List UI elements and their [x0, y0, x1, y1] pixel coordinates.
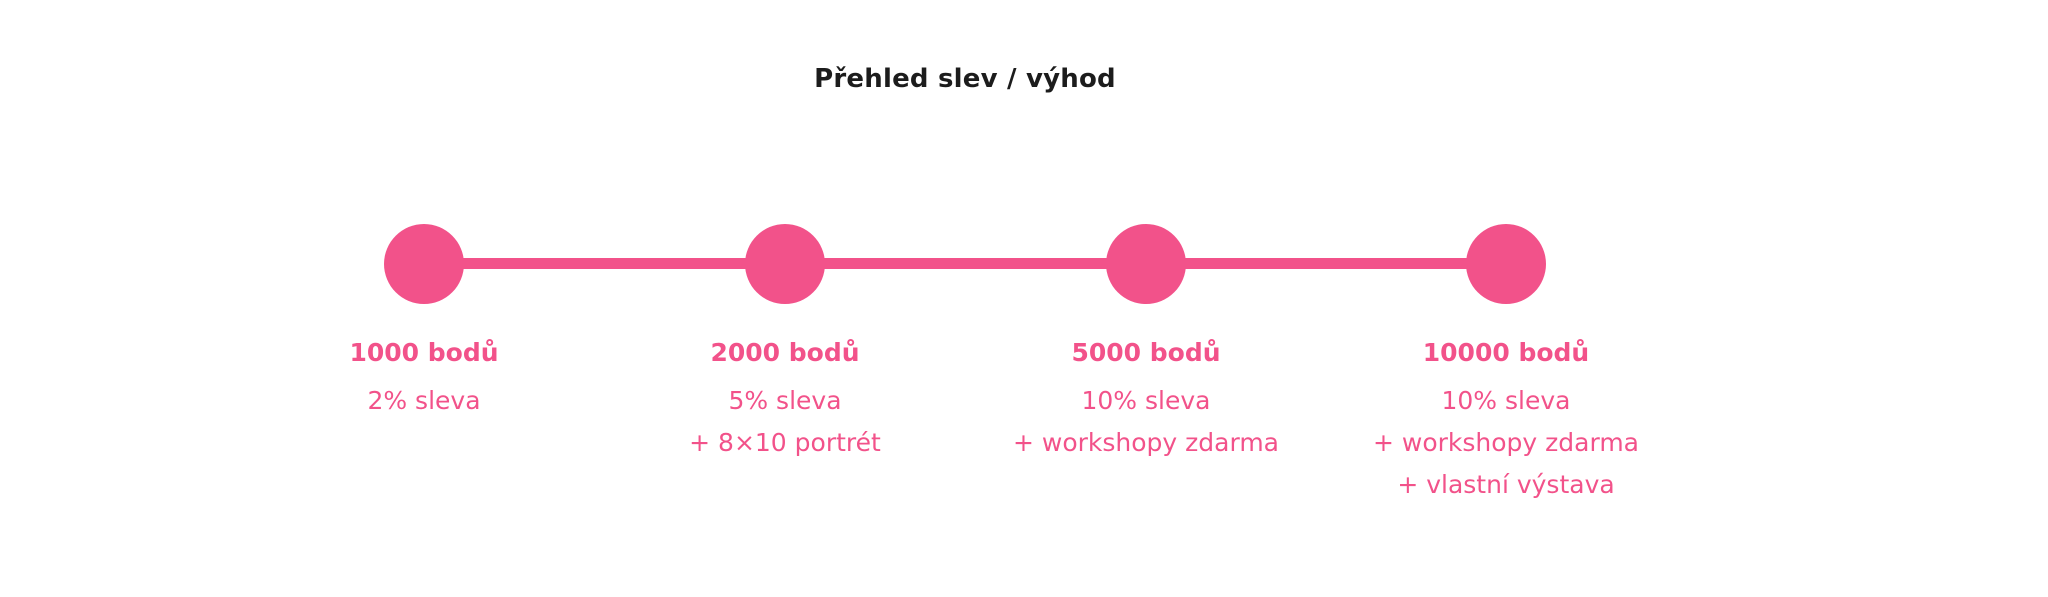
milestone-benefits: 10% sleva + workshopy zdarma + vlastní v… [1326, 380, 1686, 506]
milestone-10000: 10000 bodů 10% sleva + workshopy zdarma … [1326, 224, 1686, 506]
milestone-points: 2000 bodů [710, 338, 860, 367]
milestone-dot [745, 224, 825, 304]
benefit-item: + workshopy zdarma [1013, 428, 1279, 457]
milestone-benefits: 2% sleva [244, 380, 604, 422]
benefit-item: 10% sleva [1081, 386, 1211, 415]
milestone-benefits: 10% sleva + workshopy zdarma [966, 380, 1326, 464]
milestone-1000: 1000 bodů 2% sleva [244, 224, 604, 422]
milestone-5000: 5000 bodů 10% sleva + workshopy zdarma [966, 224, 1326, 464]
benefit-item: + vlastní výstava [1397, 470, 1615, 499]
benefit-item: + workshopy zdarma [1373, 428, 1639, 457]
milestone-dot [1106, 224, 1186, 304]
benefit-item: + 8×10 portrét [689, 428, 881, 457]
milestone-dot [384, 224, 464, 304]
benefit-item: 5% sleva [728, 386, 842, 415]
milestone-2000: 2000 bodů 5% sleva + 8×10 portrét [605, 224, 965, 464]
milestone-points: 10000 bodů [1422, 338, 1590, 367]
milestone-dot [1466, 224, 1546, 304]
milestone-benefits: 5% sleva + 8×10 portrét [605, 380, 965, 464]
benefit-item: 2% sleva [367, 386, 481, 415]
page-title: Přehled slev / výhod [814, 64, 1116, 94]
benefit-item: 10% sleva [1441, 386, 1571, 415]
timeline-track [424, 258, 1506, 269]
milestone-points: 1000 bodů [349, 338, 499, 367]
milestone-points: 5000 bodů [1071, 338, 1221, 367]
